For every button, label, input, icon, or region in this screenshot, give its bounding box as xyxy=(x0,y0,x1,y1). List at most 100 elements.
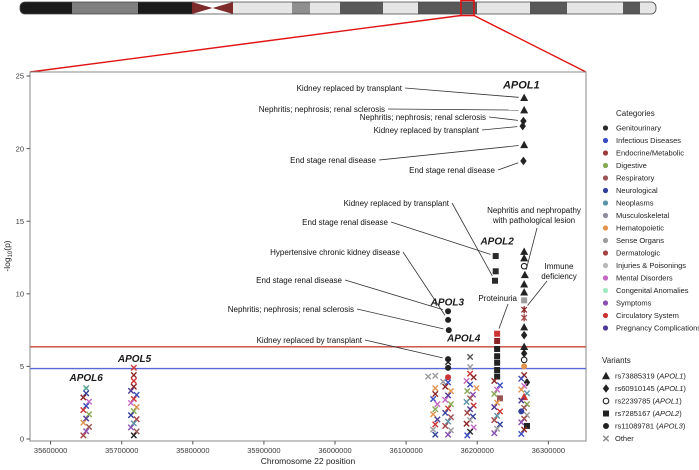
data-point xyxy=(127,424,135,431)
data-point xyxy=(519,121,526,131)
data-point xyxy=(127,399,135,407)
zoom-connector-right xyxy=(473,14,587,73)
annotation-label: Kidney replaced by transplant xyxy=(344,199,450,208)
data-point xyxy=(133,428,140,435)
data-point xyxy=(520,105,529,114)
x-tick-label: 36200000 xyxy=(461,446,494,455)
data-point xyxy=(447,400,455,408)
annotation-leader-line xyxy=(356,308,444,330)
data-point xyxy=(444,358,452,366)
data-point xyxy=(82,427,90,435)
data-point xyxy=(130,432,138,439)
annotation-label: End stage renal disease xyxy=(256,276,342,285)
category-dot xyxy=(602,175,609,181)
data-point xyxy=(444,431,452,438)
annotation-label: End stage renal disease xyxy=(290,156,376,165)
category-label: Hematopoietic xyxy=(616,224,664,233)
annotation-leader-line xyxy=(404,87,519,98)
data-point xyxy=(133,391,140,399)
ideogram-band xyxy=(138,2,192,14)
data-point xyxy=(445,308,452,315)
annotation-leader-line xyxy=(387,108,519,111)
data-point xyxy=(518,408,525,415)
data-point xyxy=(432,372,439,380)
data-point xyxy=(493,386,501,393)
data-point xyxy=(432,390,439,398)
data-point xyxy=(494,330,501,337)
annotation-label: End stage renal disease xyxy=(409,166,495,175)
ideogram-band xyxy=(567,2,623,14)
data-point xyxy=(463,420,470,427)
category-label: Symptoms xyxy=(616,299,652,308)
data-point xyxy=(466,381,474,388)
category-dot xyxy=(602,225,609,231)
data-point xyxy=(130,364,138,372)
category-label: Neoplasms xyxy=(616,199,654,208)
variant-label: rs60910145 (APOL1) xyxy=(615,384,686,393)
gene-label-apol6: APOL6 xyxy=(68,373,103,384)
centromere-right xyxy=(212,2,233,14)
category-legend-title: Categories xyxy=(616,109,655,118)
annotation-label: Kidney replaced by transplant xyxy=(374,126,480,135)
data-point xyxy=(520,140,529,149)
x-tick-label: 35700000 xyxy=(105,446,138,455)
data-point xyxy=(493,425,501,433)
gene-label-apol5: APOL5 xyxy=(117,354,152,365)
annotation-leader-line xyxy=(344,279,443,311)
data-point xyxy=(491,403,498,411)
category-dot xyxy=(602,275,609,281)
annotation-label: Nephritis; nephrosis; renal sclerosis xyxy=(228,305,354,314)
ideogram-band xyxy=(530,2,567,14)
data-point xyxy=(494,367,501,374)
data-point xyxy=(133,416,140,423)
x-tick-label: 36300000 xyxy=(532,446,565,455)
annotation-label: Nephritis; nephrosis; renal sclerosis xyxy=(360,113,486,122)
data-point xyxy=(520,254,529,262)
gene-label-apol4: APOL4 xyxy=(446,334,481,345)
ideogram-band xyxy=(72,2,138,14)
y-tick-label: 25 xyxy=(16,72,24,81)
data-point xyxy=(496,408,504,415)
data-point xyxy=(493,412,501,419)
x-tick-label: 36100000 xyxy=(389,446,422,455)
category-label: Pregnancy Complications xyxy=(616,324,699,333)
data-point xyxy=(473,384,480,392)
data-point xyxy=(520,322,529,331)
category-label: Congenital Anomalies xyxy=(616,286,689,295)
category-label: Musculoskeletal xyxy=(616,211,670,220)
category-label: Sense Organs xyxy=(616,236,664,245)
ideogram-band xyxy=(383,2,418,14)
data-point xyxy=(445,364,452,371)
annotation-leader-line xyxy=(525,227,538,270)
category-label: Digestive xyxy=(616,161,647,170)
data-point xyxy=(447,387,455,395)
data-point xyxy=(520,93,529,101)
data-point xyxy=(432,384,439,392)
x-tick-label: 35600000 xyxy=(34,446,67,455)
variant-marker xyxy=(603,423,609,429)
data-point xyxy=(432,431,439,438)
data-point xyxy=(520,288,529,296)
category-dot xyxy=(602,187,609,194)
data-point xyxy=(492,253,499,260)
data-point xyxy=(82,415,90,422)
data-point xyxy=(520,349,528,358)
data-point xyxy=(82,390,90,397)
category-label: Neurological xyxy=(616,186,658,195)
data-point xyxy=(127,411,135,419)
category-dot xyxy=(602,287,609,294)
ideogram-bands xyxy=(20,2,656,14)
data-point xyxy=(432,406,439,413)
category-label: Endocrine/Metabolic xyxy=(616,149,684,158)
data-point xyxy=(520,156,527,166)
data-points xyxy=(80,93,531,439)
data-point xyxy=(491,416,498,424)
variant-marker xyxy=(602,435,610,442)
phenotype-annotations: Kidney replaced by transplantNephritis; … xyxy=(228,84,581,359)
data-point xyxy=(494,345,501,352)
data-point xyxy=(130,395,138,403)
data-point xyxy=(444,418,452,425)
zoom-region-highlight xyxy=(460,0,475,17)
data-point xyxy=(520,342,529,350)
